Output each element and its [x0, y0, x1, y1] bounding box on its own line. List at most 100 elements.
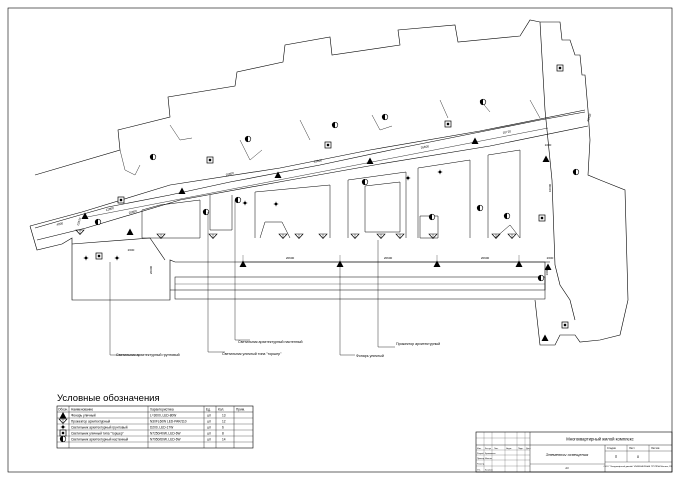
legend-row-5-unit: шт	[207, 438, 212, 442]
legend-row-2-name: Прожектор архитектурный	[71, 420, 110, 424]
legend-row-5-qty: 14	[222, 438, 226, 442]
lamp-triangle-4	[366, 157, 374, 164]
lamp-halfcircle-40	[149, 153, 157, 161]
lamp-spot-17	[294, 233, 304, 239]
dimension-label: 1000	[545, 143, 552, 147]
title-name-approve: Калинин	[485, 470, 493, 472]
west-entrance	[29, 225, 546, 301]
title-col-doc: №док.	[506, 447, 512, 450]
dimension-label: 10720	[502, 129, 511, 135]
title-role-dev: Разраб.	[477, 453, 485, 455]
lamp-star-26	[83, 255, 89, 261]
callout-labels: Светильник архитектурный грунтовый Свети…	[116, 340, 440, 358]
lamp-triangle-12	[541, 334, 549, 341]
sheet-frame	[7, 7, 673, 473]
lamp-halfcircle-51	[503, 212, 511, 220]
lamp-halfcircle-47	[361, 178, 369, 186]
lamp-square-33	[206, 156, 214, 164]
building-outline	[34, 19, 629, 346]
lamp-square-37	[538, 214, 546, 222]
legend-row-4-name: Светильник уличный типа "торшер"	[71, 432, 124, 436]
lamp-halfcircle-48	[428, 213, 436, 221]
dimension-label: 20600	[128, 209, 137, 215]
lamp-spot-21	[395, 233, 405, 239]
callout-ground-light: Светильник архитектурный грунтовый	[116, 353, 180, 357]
lamp-halfcircle-42	[331, 121, 339, 129]
title-format: А3	[565, 466, 569, 470]
legend-row-5-name: Светильник архитектурный настенный	[71, 438, 128, 442]
legend-row-3-name: Светильник архитектурный грунтовый	[71, 426, 128, 430]
legend-header-name: Наименование	[71, 408, 93, 412]
garden-bed-2	[254, 184, 331, 239]
lamp-triangle-6	[542, 155, 550, 162]
title-sheet-header: Лист	[629, 446, 635, 450]
legend-row-1-unit: шт	[207, 414, 212, 418]
lamp-star-31	[242, 200, 248, 206]
legend-row-2-unit: шт	[207, 420, 212, 424]
callout-floor-lamp: Светильник уличный типа "торшер"	[222, 352, 282, 356]
dimension-label: 20450	[586, 113, 592, 122]
title-sheet: 8	[637, 455, 639, 459]
title-name-check: Иванов	[485, 458, 492, 460]
dimension-label: 20600	[384, 256, 393, 260]
lamp-spot-24	[507, 233, 517, 239]
lamp-triangle-2	[178, 187, 186, 194]
lamp-star-28	[405, 175, 411, 181]
east-building-outline	[539, 21, 576, 321]
dimension-label: 10000	[548, 183, 552, 192]
title-role-check: Провер.	[477, 458, 485, 460]
legend-table: Обозн. Наименование Характеристика Ед. К…	[56, 405, 254, 449]
lamp-spot-20	[376, 233, 386, 239]
dimension-label: 2600	[128, 248, 135, 252]
garden-bed-4	[417, 159, 471, 239]
legend-row-3-unit: шт	[207, 426, 212, 430]
title-project: Многоквартирный жилой комплекс	[566, 437, 633, 442]
lamp-spot-18	[318, 233, 328, 239]
lamp-halfcircle-52	[537, 274, 545, 282]
lamp-halfcircle-50	[572, 168, 580, 176]
title-col-list: Лист	[494, 448, 498, 450]
title-role-approve: Утв.	[477, 470, 481, 472]
legend-header-symbol: Обозн.	[58, 408, 68, 412]
legend-row-2-spec: N30FL60W LED-PAR/110	[150, 420, 187, 424]
title-role-norm: Н.контр.	[477, 464, 485, 466]
legend-row-3-spec: D200, LED-17W	[150, 426, 173, 430]
walkway-lamp-line	[81, 127, 549, 219]
title-stage-header: Стадия	[607, 446, 616, 450]
lamp-halfcircle-53	[94, 218, 102, 226]
dimension-label: 26600	[420, 144, 429, 150]
callout-floodlight: Прожектор архитектурный	[396, 342, 440, 346]
dimension-label: 1000	[545, 268, 549, 275]
legend-row-3-qty: 6	[222, 426, 224, 430]
title-col-izm: Изм.	[477, 448, 482, 450]
garden-bed-3	[347, 171, 407, 238]
legend-row-1-name: Фонарь уличный	[71, 414, 96, 418]
lamp-triangle-1	[81, 212, 89, 219]
callout-leaders	[109, 200, 395, 356]
title-org: ООО "Ландшафтный дизайн" ИНЖЕНЕРНЫЕ ГРУП…	[604, 465, 673, 468]
walkway-lower-edge	[36, 125, 589, 241]
legend-row-4-spec: N7250/40W, LED-6W	[150, 432, 180, 436]
dimension-label: 20600	[225, 171, 234, 177]
lamp-triangle-11	[544, 263, 552, 270]
title-col-kol: Кол.уч	[485, 448, 491, 450]
title-col-sign: Подп.	[518, 448, 524, 450]
lamp-halfcircle-41	[244, 135, 252, 143]
legend-row-1-spec: L=3000, LED-80W	[150, 414, 176, 418]
title-block	[475, 431, 673, 473]
lamp-triangle-10	[515, 260, 523, 267]
legend-title: Условные обозначения	[57, 393, 160, 404]
dimension-label: 2600	[547, 256, 554, 260]
lamp-spot-25	[75, 229, 85, 235]
south-strip	[174, 276, 546, 300]
lamp-square-34	[324, 141, 332, 149]
callout-wall-light: Светильник архитектурный настенный	[238, 340, 302, 344]
lamp-halfcircle-49	[476, 204, 484, 212]
lamp-star-27	[114, 255, 120, 261]
legend-header-qty: Кол.	[218, 408, 224, 412]
garden-bed-5	[487, 149, 521, 239]
title-name-dev: Кривошеев	[485, 453, 495, 455]
legend-row-4-qty: 8	[222, 432, 224, 436]
